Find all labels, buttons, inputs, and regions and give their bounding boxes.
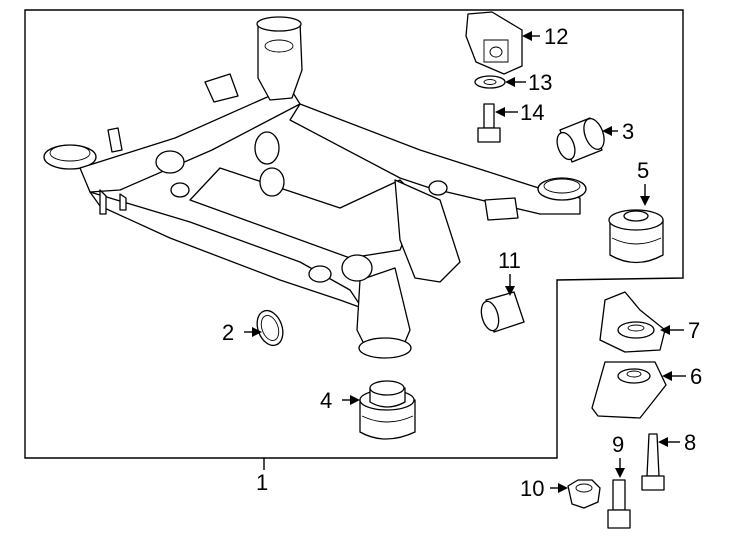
bolt-part-14 bbox=[477, 103, 501, 143]
bushing-part-11 bbox=[480, 291, 525, 333]
callout-9: 9 bbox=[612, 432, 624, 457]
ring-seal-part-2 bbox=[256, 309, 284, 347]
callout-11: 11 bbox=[498, 248, 521, 273]
subframe-part-1 bbox=[43, 16, 587, 359]
callout-5: 5 bbox=[637, 158, 649, 183]
mount-bushing-part-4 bbox=[359, 380, 416, 440]
callout-13: 13 bbox=[528, 70, 552, 95]
callout-2: 2 bbox=[222, 320, 234, 345]
callout-3: 3 bbox=[622, 119, 634, 144]
callout-1: 1 bbox=[256, 470, 268, 495]
mount-plate-part-6 bbox=[591, 361, 667, 419]
bolt-part-8 bbox=[641, 433, 665, 491]
bolt-part-9 bbox=[607, 479, 631, 529]
callout-4: 4 bbox=[320, 388, 332, 413]
callout-7: 7 bbox=[688, 318, 700, 343]
mount-plate-part-7 bbox=[599, 291, 666, 353]
callout-10: 10 bbox=[520, 476, 544, 501]
assembly-group-outline bbox=[24, 9, 684, 459]
bracket-part-12 bbox=[465, 11, 523, 75]
washer-part-13 bbox=[474, 75, 506, 89]
mount-bushing-part-5 bbox=[608, 209, 664, 264]
bushing-part-3 bbox=[556, 117, 605, 163]
callout-6: 6 bbox=[690, 364, 702, 389]
nut-part-10 bbox=[567, 479, 601, 509]
callout-14: 14 bbox=[520, 100, 544, 125]
callout-8: 8 bbox=[684, 430, 696, 455]
callout-12: 12 bbox=[544, 24, 568, 49]
